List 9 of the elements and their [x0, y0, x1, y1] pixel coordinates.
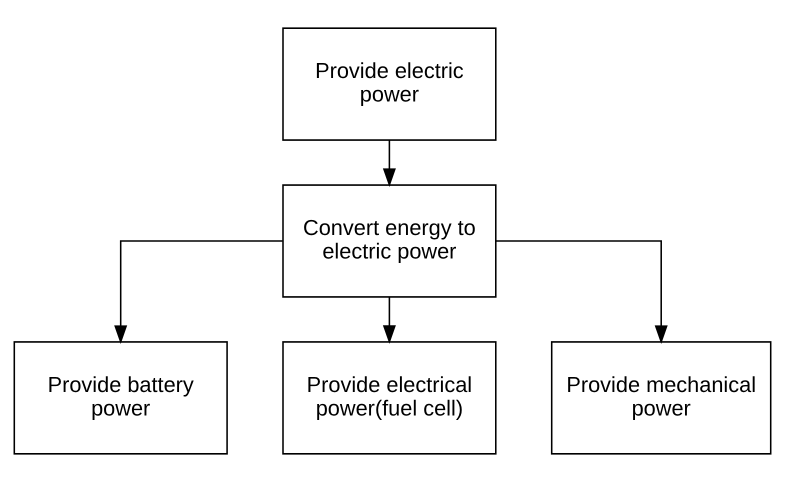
node-box: Provide battery power: [14, 340, 228, 454]
arrow: [382, 140, 396, 187]
arrow: [382, 296, 396, 344]
node-box: Provide electric power: [282, 26, 497, 140]
arrow: [496, 240, 668, 344]
arrow: [114, 240, 282, 344]
node-box: Provide electrical power(fuel cell): [282, 340, 497, 454]
node-box: Provide mechanical power: [550, 340, 772, 454]
node-box: Convert energy to electric power: [282, 184, 497, 298]
